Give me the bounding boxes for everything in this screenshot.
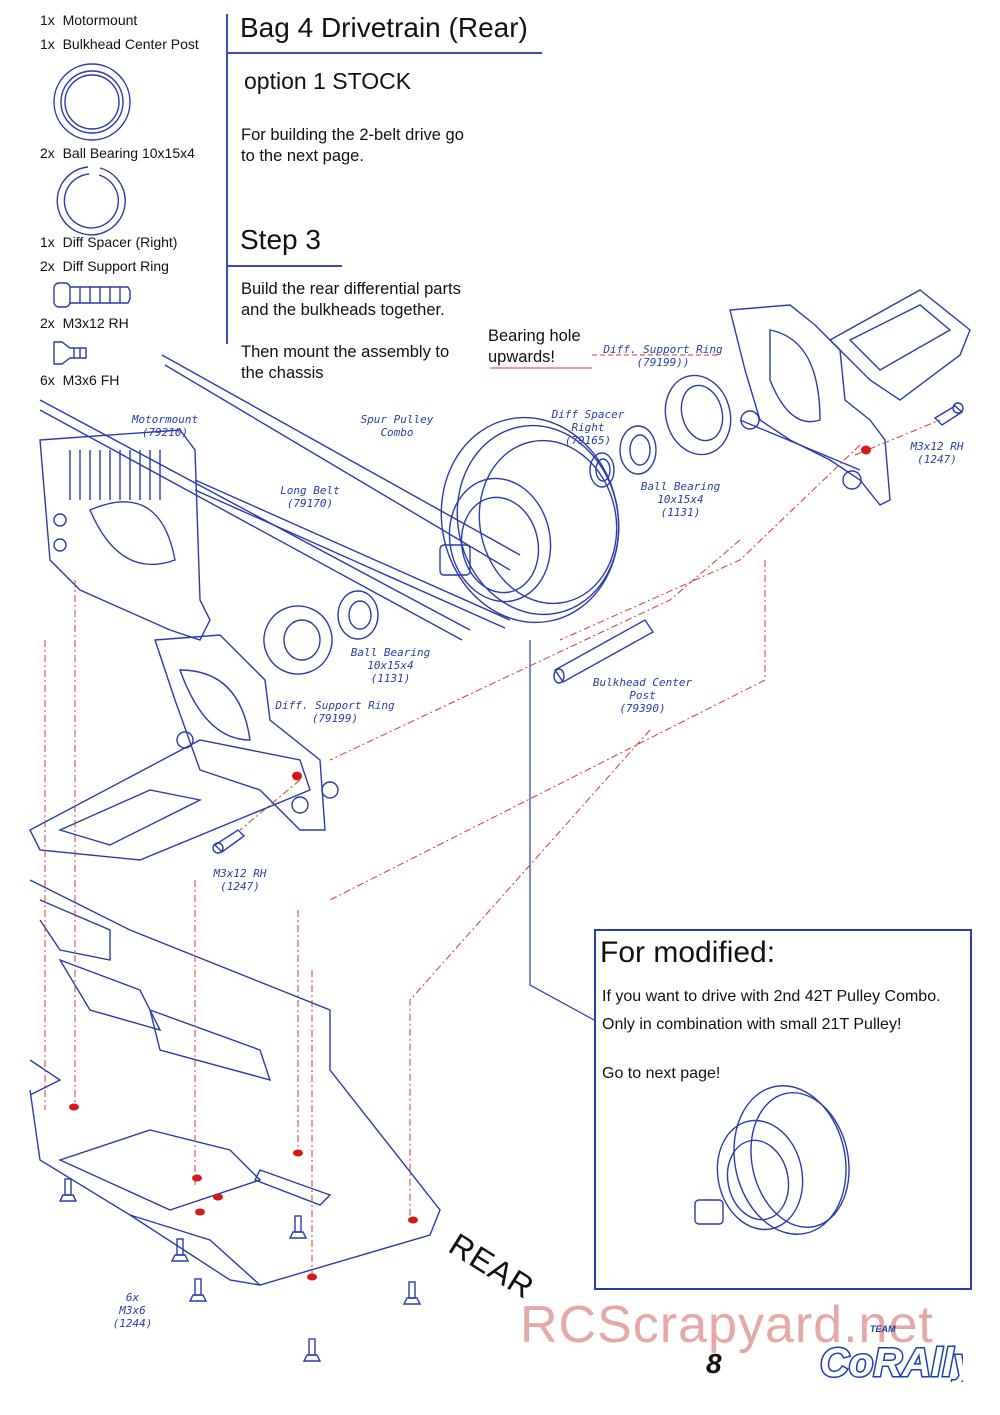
- bulkhead-center-post: [553, 619, 655, 684]
- part-item: 6x M3x6 FH: [40, 372, 120, 388]
- label-motormount: Motormount (79210): [131, 413, 199, 439]
- diff-spacer-right: [589, 452, 615, 488]
- part-item: 1x Bulkhead Center Post: [40, 36, 199, 52]
- label-bearing-top: Ball Bearing 10x15x4 (1131): [640, 480, 721, 519]
- ball-bearing-top: [619, 425, 657, 475]
- modified-text: If you want to drive with 2nd 42T Pulley…: [602, 988, 941, 1005]
- watermark: RCScrapyard.net: [520, 1296, 934, 1354]
- part-item: 1x Motormount: [40, 12, 138, 28]
- mounting-hole-markers: [69, 445, 871, 1281]
- label-screw-right: M3x12 RH (1247): [910, 440, 964, 466]
- spur-pulley-combo: [439, 416, 620, 624]
- corally-logo: TEAM CoRAlly: [819, 1324, 964, 1382]
- screw-m3x12-left: [212, 829, 246, 854]
- title-rule: [226, 52, 542, 54]
- label-diff-ring-top: Diff. Support Ring (79199)): [603, 343, 723, 369]
- part-item: 2x M3x12 RH: [40, 315, 129, 331]
- bulkhead-left: [154, 634, 339, 831]
- part-item: 2x Diff Support Ring: [40, 258, 169, 274]
- part-item: 2x Ball Bearing 10x15x4: [40, 145, 195, 161]
- bulkhead-right: [729, 289, 971, 506]
- label-diff-ring-mid: Diff. Support Ring (79199): [275, 699, 395, 725]
- assembly-guides: [44, 419, 941, 1275]
- motormount: [39, 429, 211, 641]
- modified-text: Go to next page!: [602, 1065, 721, 1082]
- spacer-ring-icon: [56, 166, 126, 236]
- step-text: Then mount the assembly to: [241, 343, 450, 361]
- svg-text:TEAM: TEAM: [870, 1324, 896, 1334]
- svg-text:CoRAlly: CoRAlly: [820, 1341, 963, 1382]
- modified-title: For modified:: [600, 936, 776, 969]
- callout-text: Bearing hole: [488, 327, 581, 345]
- intro-line: to the next page.: [241, 147, 364, 165]
- diff-support-ring-mid: [263, 605, 333, 675]
- header-divider: [226, 14, 228, 344]
- screw-m3x12-right: [933, 402, 964, 426]
- label-long-belt: Long Belt (79170): [280, 484, 340, 510]
- rear-brace: [29, 739, 311, 861]
- label-center-post: Bulkhead Center Post (79390): [592, 676, 693, 715]
- intro-line: For building the 2-belt drive go: [241, 126, 464, 144]
- ball-bearing-mid: [337, 590, 379, 640]
- option-heading: option 1 STOCK: [244, 68, 412, 94]
- modified-text: Only in combination with small 21T Pulle…: [602, 1016, 902, 1033]
- step-heading: Step 3: [240, 224, 321, 255]
- chassis-plate: [29, 879, 441, 1286]
- label-diff-spacer: Diff Spacer Right (79165): [551, 408, 625, 447]
- step-text: the chassis: [241, 364, 324, 382]
- page-title: Bag 4 Drivetrain (Rear): [240, 12, 528, 43]
- callout-text: upwards!: [488, 348, 555, 366]
- screw-fh-icon: [53, 341, 87, 365]
- long-belt: [39, 354, 521, 641]
- label-screw-left: M3x12 RH (1247): [213, 867, 267, 893]
- pulley-combo-42t: [694, 1085, 850, 1235]
- step-rule: [226, 265, 342, 267]
- fh-screws: [58, 1178, 422, 1362]
- modified-info-box: [594, 929, 972, 1290]
- diff-support-ring-top: [664, 374, 732, 456]
- label-spur-pulley: Spur Pulley Combo: [360, 413, 434, 439]
- label-fh-screws: 6x M3x6 (1244): [112, 1291, 153, 1330]
- screw-rh-icon: [53, 282, 131, 308]
- step-text: Build the rear differential parts: [241, 280, 461, 298]
- page-number: 8: [706, 1348, 722, 1379]
- part-item: 1x Diff Spacer (Right): [40, 234, 178, 250]
- step-text: and the bulkheads together.: [241, 301, 445, 319]
- label-bearing-mid: Ball Bearing 10x15x4 (1131): [350, 646, 431, 685]
- bearing-icon: [53, 63, 131, 141]
